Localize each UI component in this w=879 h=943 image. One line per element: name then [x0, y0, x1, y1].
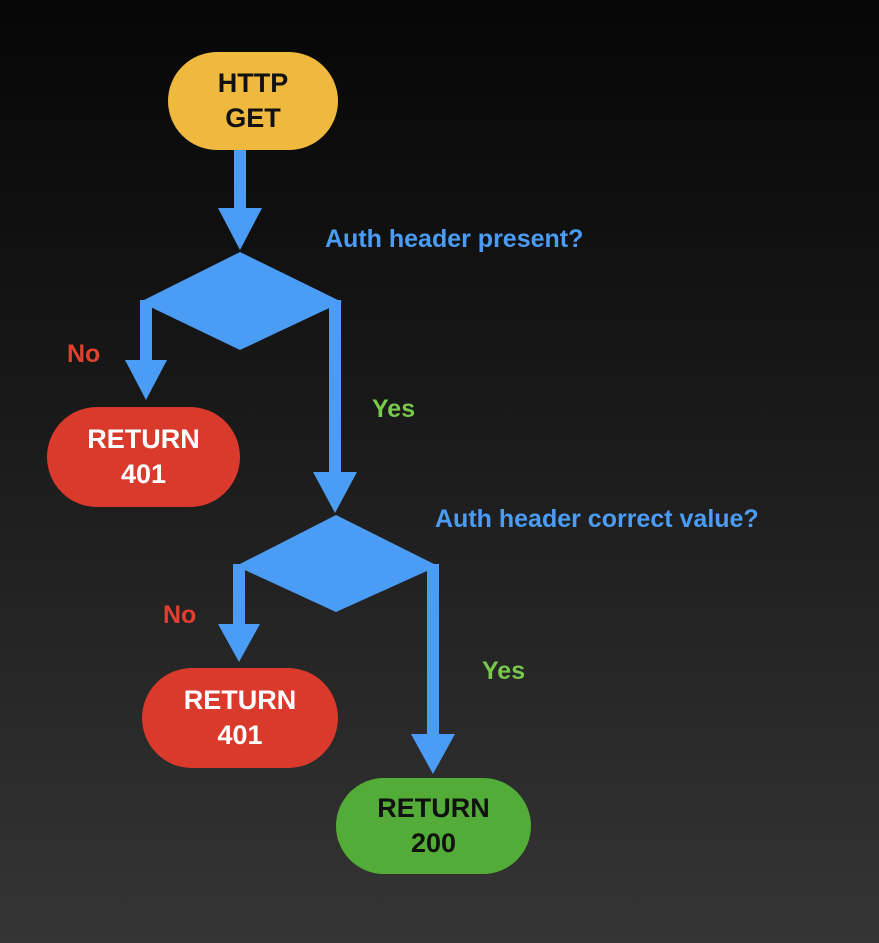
- return-200-node-line1: RETURN: [377, 793, 490, 823]
- decision2-diamond: [236, 515, 438, 612]
- decision2-yes-label: Yes: [482, 657, 526, 685]
- decision1-diamond: [140, 252, 342, 350]
- return-200-node-line2: 200: [410, 828, 457, 858]
- return-401-node-2-line1: RETURN: [183, 685, 297, 715]
- return-401-node-1-line2: 401: [120, 459, 167, 489]
- return-401-node-2-line2: 401: [217, 720, 263, 750]
- arrow-decision1-no: [125, 300, 167, 400]
- return-401-node-1: RETURN 401: [47, 407, 240, 507]
- arrow-decision2-yes: [411, 564, 455, 774]
- arrow-start-to-decision1: [218, 150, 262, 250]
- start-node-line1: HTTP: [217, 68, 289, 98]
- return-401-node-2: RETURN 401: [142, 668, 338, 768]
- decision1-yes-label: Yes: [372, 395, 416, 423]
- return-200-node: RETURN 200: [336, 778, 531, 874]
- return-401-node-1-line1: RETURN: [87, 424, 200, 454]
- start-node-line2: GET: [225, 103, 281, 133]
- decision1-no-label: No: [67, 340, 101, 368]
- decision2-no-label: No: [163, 601, 197, 629]
- arrow-decision2-no: [218, 564, 260, 662]
- start-node-http-get: HTTP GET: [168, 52, 338, 150]
- arrow-decision1-yes: [313, 300, 357, 513]
- decision2-question-label: Auth header correct value?: [435, 505, 759, 533]
- decision1-question-label: Auth header present?: [325, 225, 584, 253]
